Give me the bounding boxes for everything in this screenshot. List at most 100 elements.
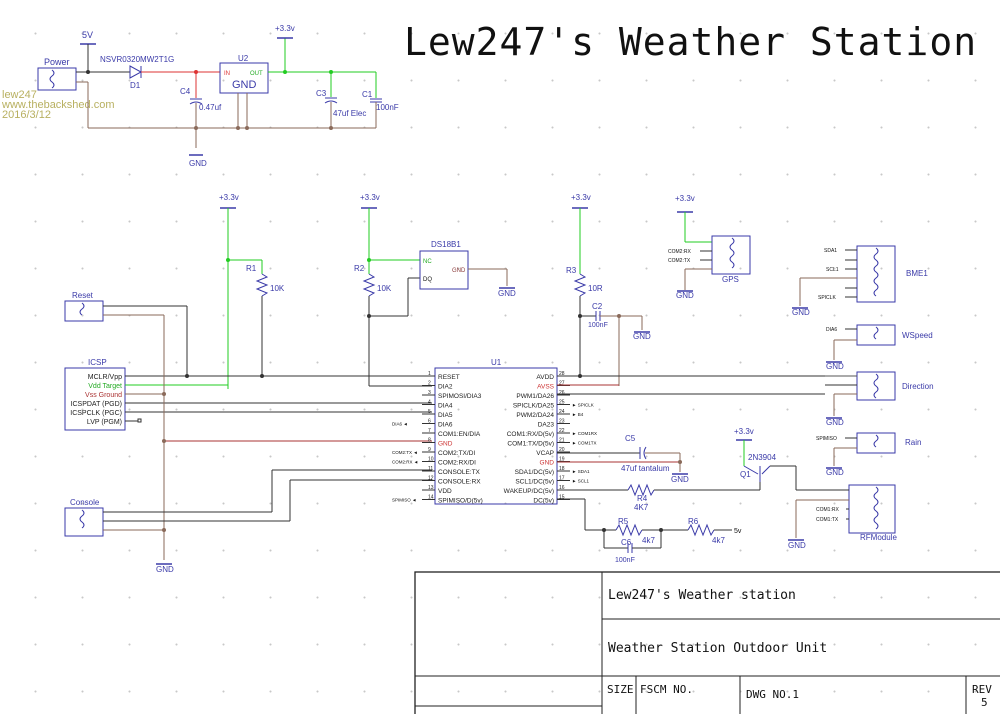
u1-right-pin-number: 17 xyxy=(559,476,565,482)
title-block xyxy=(414,571,1000,714)
u1-right-pin-label: SDA1/DC(5v) xyxy=(515,469,554,476)
c6-ref: C6 xyxy=(621,538,632,547)
u1-left-pin-label: GND xyxy=(438,441,453,448)
stamp-site: www.thebackshed.com xyxy=(2,99,115,111)
u1-right-pin-label: DA23 xyxy=(538,422,555,429)
r5-value: 4k7 xyxy=(642,536,655,545)
u1-right-pin-number: 22 xyxy=(559,428,565,434)
u1-right-pin-label: WAKEUP/DC(5v) xyxy=(504,488,554,495)
c4-value: 0.47uf xyxy=(199,103,222,112)
u1-left-net-label: COM2:TX ◄ xyxy=(392,450,418,455)
u1-right-pin-number: 15 xyxy=(559,495,565,501)
wspeed-net: DIA6 xyxy=(826,327,837,333)
bme1-net-spiclk: SPICLK xyxy=(818,295,836,301)
left-connectors: Reset ICSP MCLR/Vpp Vdd Target Vss Groun… xyxy=(64,291,432,574)
output-network: GND C5 47uf tantalum R4 4K7 5v R5 4k7 C6… xyxy=(557,374,845,564)
gps-net-rx: COM2:RX xyxy=(668,249,691,255)
gnd-rfmodule: GND xyxy=(788,541,806,550)
bme1-net-scl: SCL1 xyxy=(826,267,839,273)
u1-left-net-label: DIA6 ◄ xyxy=(392,422,408,427)
power-section: Power 5V NSVR0320MW2T1G D1 U2 IN OUT GND… xyxy=(37,24,399,168)
power-connector xyxy=(37,67,77,91)
bme1-label: BME1 xyxy=(906,269,928,278)
ds18b1-pin-gnd: GND xyxy=(452,268,466,274)
u1-right-pin-label: COM1:RX/D(5v) xyxy=(507,431,554,438)
u1-left-pin-label: CONSOLE:RX xyxy=(438,479,481,486)
supply-3v3-label: +3.3v xyxy=(275,24,295,33)
rfmodule-label: RFModule xyxy=(860,533,897,542)
gps-label: GPS xyxy=(722,275,739,284)
resistor-r6 xyxy=(687,523,715,537)
u1-right-pin-label: AVDD xyxy=(536,374,554,381)
stamp-user: lew247 xyxy=(2,89,37,101)
r1-value: 10K xyxy=(270,284,285,293)
schematic-title: Lew247's Weather Station xyxy=(404,20,978,64)
ds18b1-ref: DS18B1 xyxy=(431,240,461,249)
direction-label: Direction xyxy=(902,382,934,391)
bme1-net-sda: SDA1 xyxy=(824,248,837,254)
stamp-date: 2016/3/12 xyxy=(2,109,51,121)
rfmodule-connector xyxy=(848,484,896,534)
pullup-network: +3.3v R1 10K +3.3v R2 10K DS18B1 NC DQ G… xyxy=(219,193,651,389)
u1-right-pin-label: VCAP xyxy=(536,450,554,457)
resistor-r2 xyxy=(362,273,376,297)
u1-right-pin-number: 18 xyxy=(559,466,565,472)
title-block-title: Lew247's Weather station xyxy=(608,588,796,603)
u1-right-net-label: ► COM1RX xyxy=(572,431,597,436)
u1-right-net-label: ► SPICLK xyxy=(572,403,594,408)
u1-left-pin-label: VDD xyxy=(438,488,452,495)
title-block-rev-value: 5 xyxy=(981,696,988,709)
bme1-connector xyxy=(856,245,896,303)
gps-net-tx: COM2:TX xyxy=(668,258,691,264)
u1-right-pin-number: 23 xyxy=(559,419,565,425)
ds18b1-pin-nc: NC xyxy=(423,259,432,265)
c1-value: 100nF xyxy=(376,103,399,112)
icsp-connector xyxy=(64,367,126,431)
icsp-pin-vss: Vss Ground xyxy=(85,392,122,399)
u1-left-pin-number: 9 xyxy=(428,447,431,453)
rain-net: SPIMISO xyxy=(816,436,837,442)
u1-left-net-label: SPIMISO ◄ xyxy=(392,498,416,503)
r4-ref: R4 xyxy=(637,494,648,503)
u1-left-pin-number: 5 xyxy=(428,409,431,415)
u1-left-pin-label: SPIMOSI/DIA3 xyxy=(438,393,482,400)
u1-left-pin-number: 13 xyxy=(428,485,434,491)
regulator-ref: U2 xyxy=(238,54,249,63)
c6-value: 100nF xyxy=(615,557,635,564)
icsp-pin-mclr: MCLR/Vpp xyxy=(88,374,122,381)
regulator-gnd-label: GND xyxy=(232,79,257,91)
gnd-direction: GND xyxy=(826,418,844,427)
u1-right-net-label: ► B4 xyxy=(572,412,584,417)
q1-ref: Q1 xyxy=(740,470,751,479)
u1-left-pin-number: 12 xyxy=(428,476,434,482)
r3-value: 10R xyxy=(588,284,603,293)
u1-left-pin-label: SPIMISO/D(5v) xyxy=(438,498,483,505)
u1-right-pin-number: 21 xyxy=(559,438,565,444)
supply-3v3-q1: +3.3v xyxy=(734,427,754,436)
wspeed-connector xyxy=(856,324,896,346)
u1-left-pin-number: 7 xyxy=(428,428,431,434)
resistor-r1 xyxy=(255,273,269,297)
u1-ref: U1 xyxy=(491,358,502,367)
regulator-u2 xyxy=(219,62,269,94)
regulator-out-pin: OUT xyxy=(250,71,263,77)
u1-left-pin-number: 1 xyxy=(428,371,431,377)
r5-ref: R5 xyxy=(618,517,629,526)
u1-left-pin-number: 6 xyxy=(428,419,431,425)
supply-3v3-gps: +3.3v xyxy=(675,194,695,203)
c3-ref: C3 xyxy=(316,89,327,98)
ds18b1-pin-dq: DQ xyxy=(423,277,432,283)
direction-connector xyxy=(856,371,896,401)
u1-right-pin-label: DC(5v) xyxy=(533,498,554,505)
title-block-size: SIZE xyxy=(607,683,634,696)
wspeed-label: WSpeed xyxy=(902,331,933,340)
u1-right-pin-number: 27 xyxy=(559,381,565,387)
u1-right-pin-number: 20 xyxy=(559,447,565,453)
gnd-c2: GND xyxy=(633,332,651,341)
gnd-bme1: GND xyxy=(792,308,810,317)
u1-right-pin-number: 28 xyxy=(559,371,565,377)
title-block-dwg: DWG NO.1 xyxy=(746,688,799,701)
u1-right-net-label: ► SDA1 xyxy=(572,469,590,474)
diode-ref: D1 xyxy=(130,81,141,90)
title-block-rev-label: REV xyxy=(972,683,992,696)
